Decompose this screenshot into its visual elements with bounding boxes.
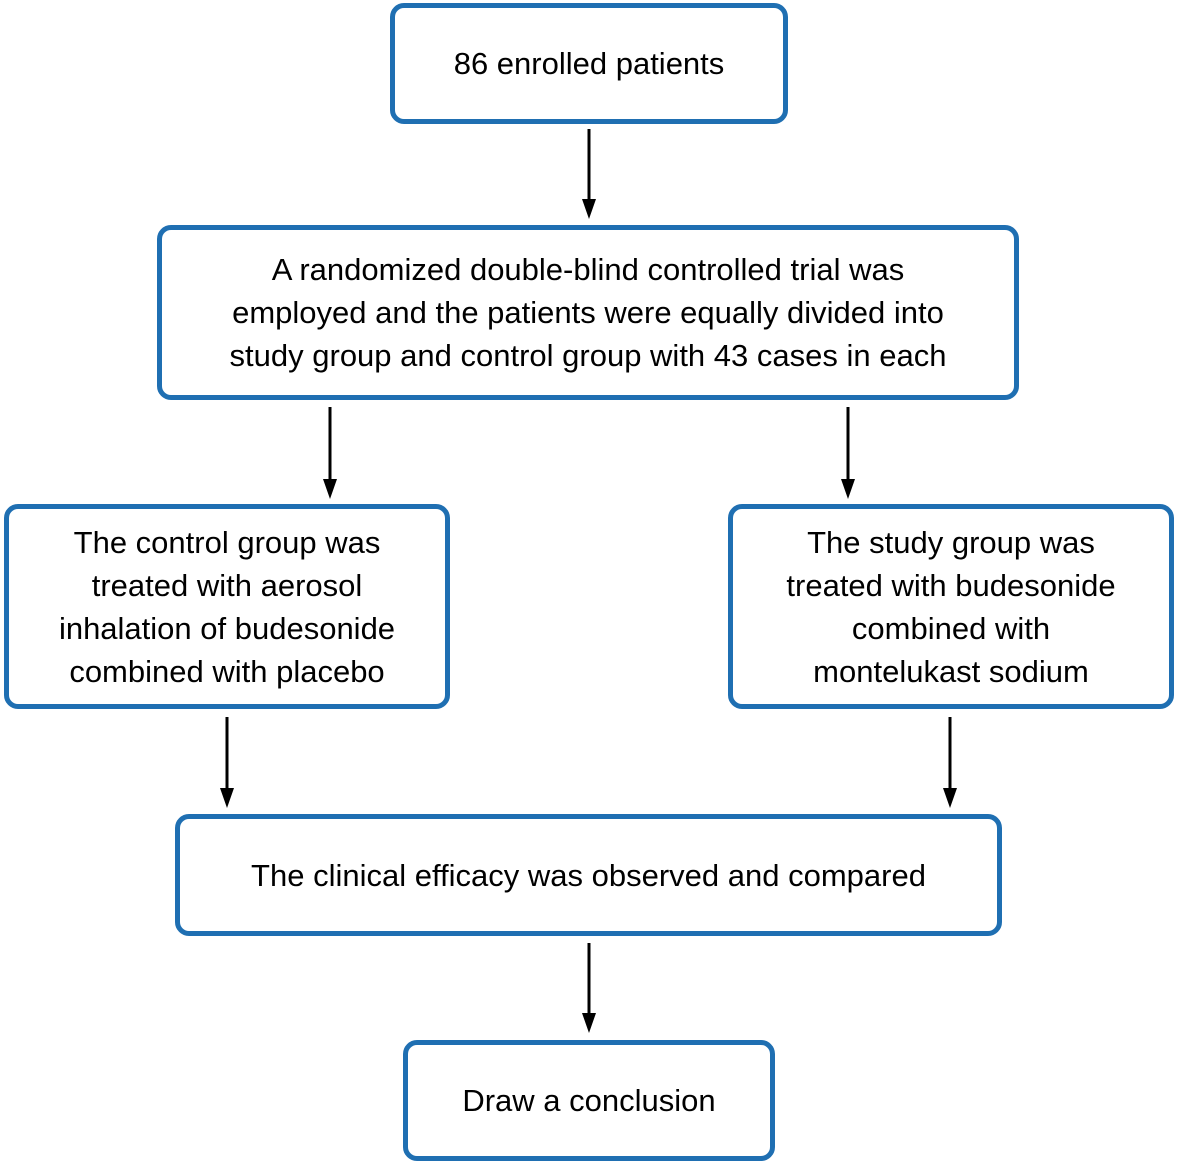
arrow-enrolled-to-randomized	[582, 129, 596, 219]
enrolled-patients-text: 86 enrolled patients	[453, 46, 725, 81]
arrow-randomized-to-study	[841, 407, 855, 499]
control-group-box: The control group was treated with aeros…	[4, 504, 450, 709]
arrow-study-to-efficacy	[943, 717, 957, 808]
conclusion-box: Draw a conclusion	[403, 1040, 775, 1161]
clinical-efficacy-box: The clinical efficacy was observed and c…	[175, 814, 1002, 936]
arrow-randomized-to-control	[323, 407, 337, 499]
randomized-trial-box: A randomized double-blind controlled tri…	[157, 225, 1019, 400]
enrolled-patients-box: 86 enrolled patients	[390, 3, 788, 124]
arrow-control-to-efficacy	[220, 717, 234, 808]
control-group-text: The control group was treated with aeros…	[58, 524, 396, 689]
study-group-text: The study group was treated with budeson…	[786, 524, 1116, 689]
study-group-box: The study group was treated with budeson…	[728, 504, 1174, 709]
conclusion-text: Draw a conclusion	[462, 1083, 716, 1118]
arrow-efficacy-to-conclusion	[582, 943, 596, 1033]
randomized-trial-text: A randomized double-blind controlled tri…	[229, 252, 947, 373]
clinical-efficacy-text: The clinical efficacy was observed and c…	[251, 857, 926, 893]
